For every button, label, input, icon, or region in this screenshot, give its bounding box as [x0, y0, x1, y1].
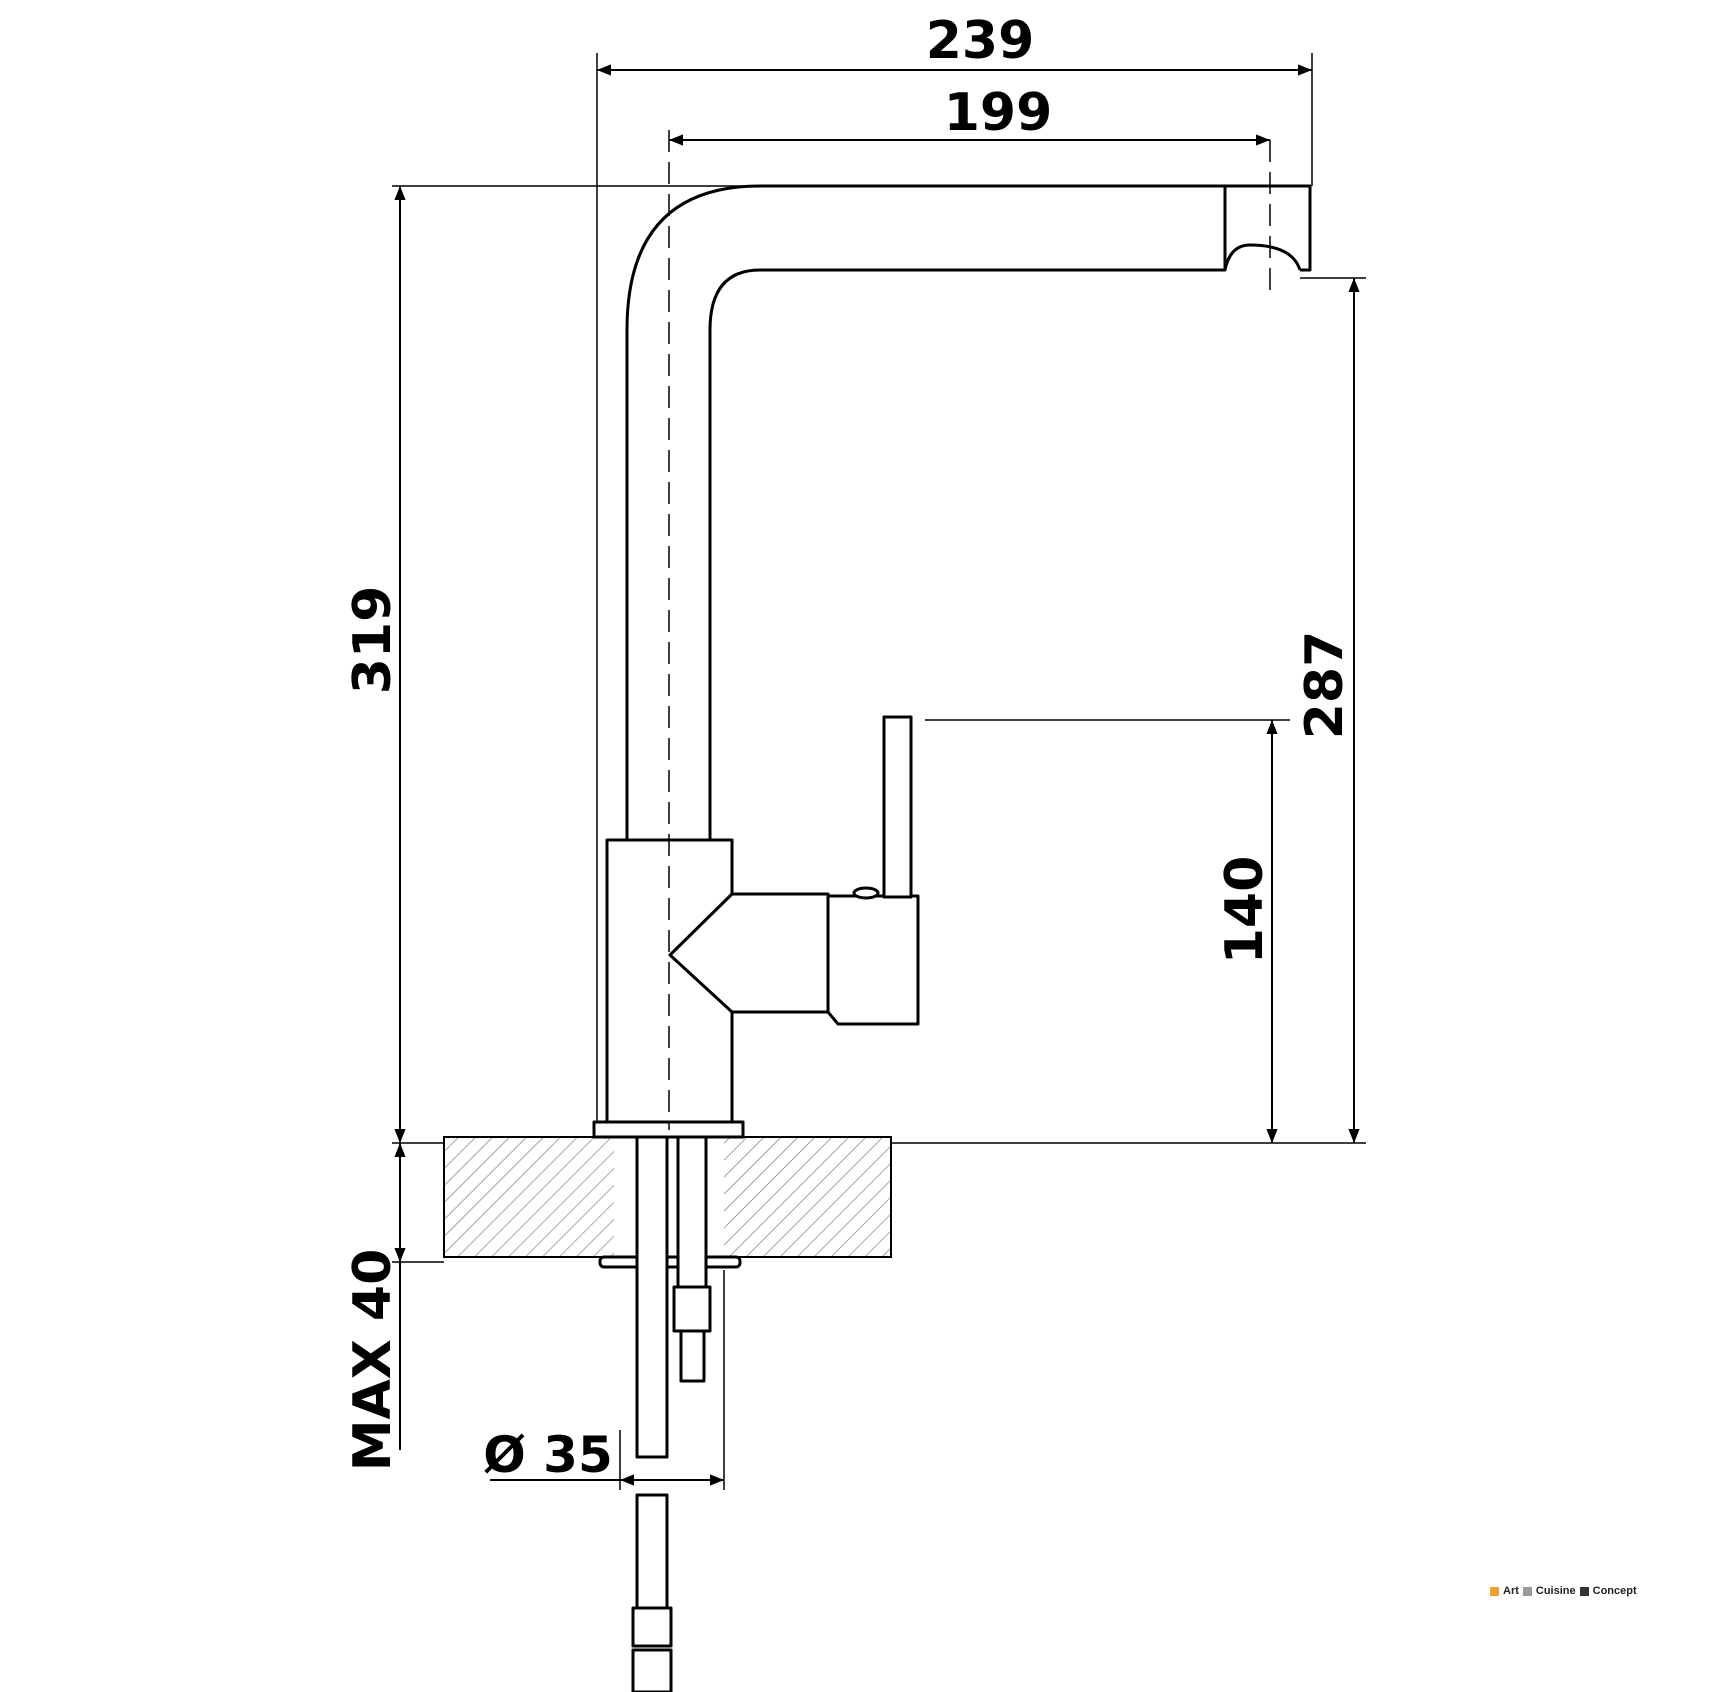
- dim-spout-height: 287: [1295, 631, 1355, 740]
- faucet-outline: [592, 184, 1312, 1692]
- logo-word-2: Cuisine: [1535, 1585, 1576, 1597]
- dim-handle-height: 140: [1215, 856, 1275, 965]
- logo-square-1: [1490, 1586, 1499, 1596]
- dim-total-height: 319: [343, 586, 403, 695]
- dim-spout-reach: 199: [944, 83, 1053, 143]
- logo-word-3: Concept: [1592, 1585, 1637, 1597]
- logo-square-3: [1579, 1586, 1589, 1596]
- dim-max-thickness: MAX 40: [343, 1249, 403, 1472]
- dim-hole-diameter: Ø 35: [483, 1426, 613, 1484]
- dimension-lines: [394, 64, 1360, 1486]
- dim-total-width: 239: [926, 11, 1035, 71]
- logo-square-2: [1522, 1586, 1532, 1596]
- logo-word-1: Art: [1503, 1585, 1519, 1597]
- brand-logo: Art Cuisine Concept: [1490, 1585, 1637, 1597]
